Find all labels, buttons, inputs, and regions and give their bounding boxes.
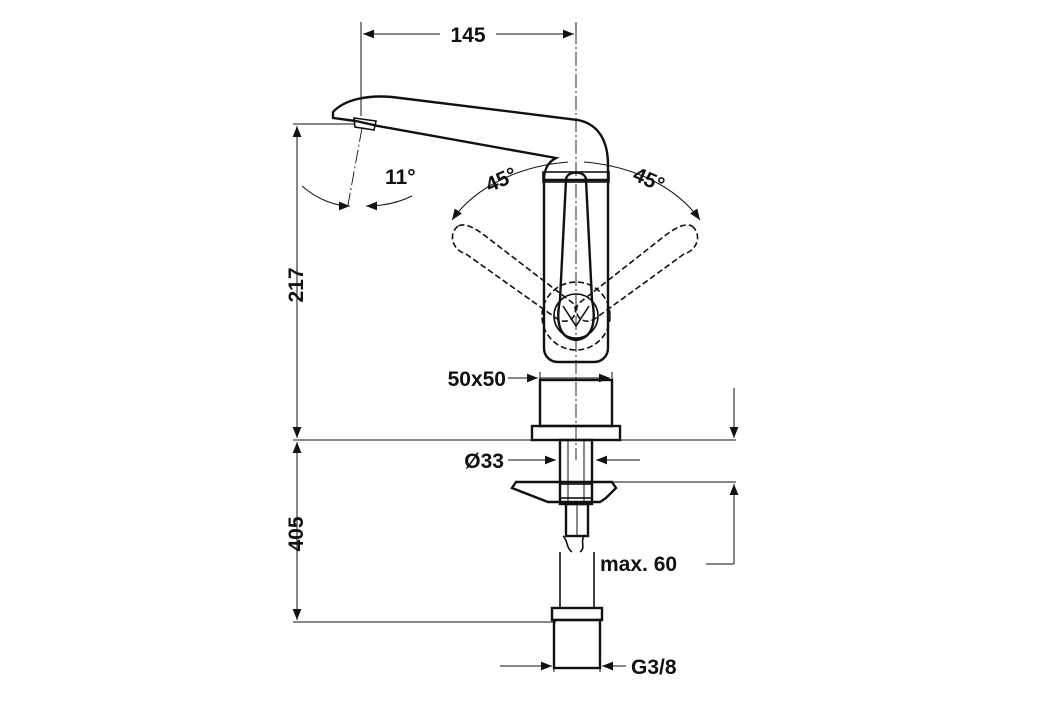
- lever-center: [557, 171, 595, 342]
- cartridge-outer: [541, 281, 611, 351]
- dim-11-arc: [301, 185, 351, 211]
- lever-ghost-right: [575, 224, 699, 322]
- label-height-above-deck: 217: [285, 267, 308, 302]
- hose-fitting: [552, 618, 602, 670]
- lever-ghost-left: [451, 224, 577, 322]
- aerator: [353, 117, 377, 131]
- hose-break: [562, 535, 585, 553]
- label-hose-length: 405: [285, 516, 308, 551]
- label-lever-right: 45°: [629, 163, 667, 197]
- lever-ghost-positions: [451, 224, 699, 322]
- spout: [331, 95, 610, 182]
- label-connection-thread: G3/8: [631, 656, 677, 679]
- fixing-washer: [510, 480, 618, 504]
- center-lines: [347, 30, 577, 460]
- dimension-labels: 145 11° 45° 45° 217 50x50 Ø33 405 max. 6…: [285, 22, 677, 679]
- label-max-deck-thickness: max. 60: [600, 553, 677, 576]
- label-spout-reach: 145: [450, 24, 485, 47]
- label-spout-tilt: 11°: [385, 166, 416, 189]
- label-body-section: 50x50: [448, 368, 506, 391]
- label-hole-diameter: Ø33: [464, 450, 504, 473]
- washer-block: [559, 483, 593, 499]
- label-lever-left: 45°: [482, 163, 520, 197]
- hose-connector: [550, 606, 604, 622]
- dim-45-right-arc: [583, 161, 701, 221]
- dim-45-left-arc: [451, 161, 569, 221]
